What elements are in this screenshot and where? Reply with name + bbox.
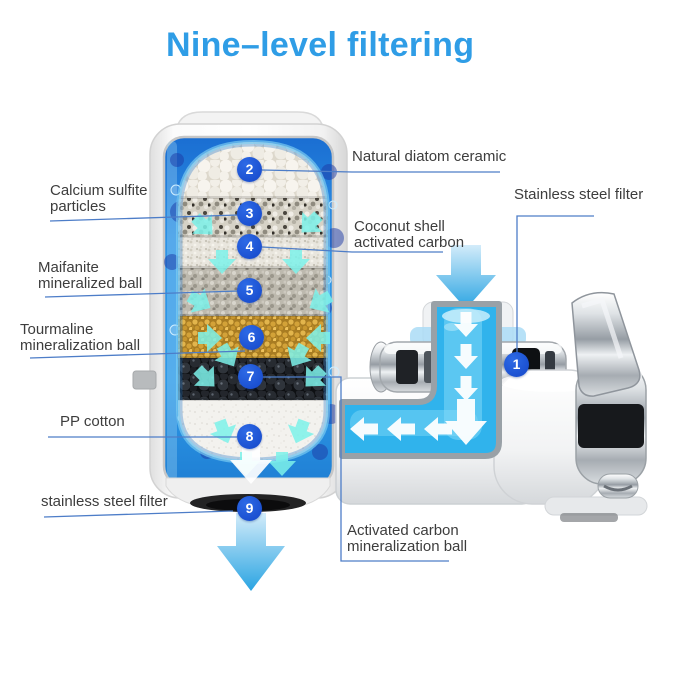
level-badge-1: 1 xyxy=(504,352,529,377)
label-coconut-shell-activated-carbon: Coconut shell activated carbon xyxy=(354,218,465,252)
label-tourmaline-mineralization-ball: Tourmaline mineralization ball xyxy=(20,321,141,355)
water-flow-path xyxy=(217,245,502,591)
label-pp-cotton: PP cotton xyxy=(60,413,125,430)
faucet-base xyxy=(544,496,648,516)
level-badge-8: 8 xyxy=(237,424,262,449)
level-badge-7: 7 xyxy=(238,364,263,389)
level-badge-2: 2 xyxy=(237,157,262,182)
faucet-handle xyxy=(571,291,641,397)
label-calcium-sulfite-particles: Calcium sulfite particles xyxy=(50,182,148,216)
housing-clip xyxy=(132,370,157,390)
column-glass-edge xyxy=(176,139,330,465)
page-title: Nine–level filtering xyxy=(166,26,475,64)
label-stainless-steel-filter-top: Stainless steel filter xyxy=(514,186,644,203)
filter-outlet xyxy=(165,438,331,512)
leader-lines xyxy=(29,169,594,562)
inlet-arrow-icon xyxy=(436,245,496,309)
label-stainless-steel-filter-bottom: stainless steel filter xyxy=(41,493,168,510)
label-maifanite-mineralized-ball: Maifanite mineralized ball xyxy=(38,259,143,293)
label-natural-diatom-ceramic: Natural diatom ceramic xyxy=(352,148,507,165)
outlet-arrow-icon xyxy=(217,513,285,591)
level-badge-6: 6 xyxy=(239,325,264,350)
level-badge-9: 9 xyxy=(237,496,262,521)
level-badge-5: 5 xyxy=(237,278,262,303)
level-badge-3: 3 xyxy=(237,201,262,226)
label-activated-carbon-mineralization-ball: Activated carbon mineralization ball xyxy=(347,522,468,556)
faucet-spout-hook xyxy=(597,473,639,499)
level-badge-4: 4 xyxy=(237,234,262,259)
filter-unit xyxy=(132,111,348,512)
